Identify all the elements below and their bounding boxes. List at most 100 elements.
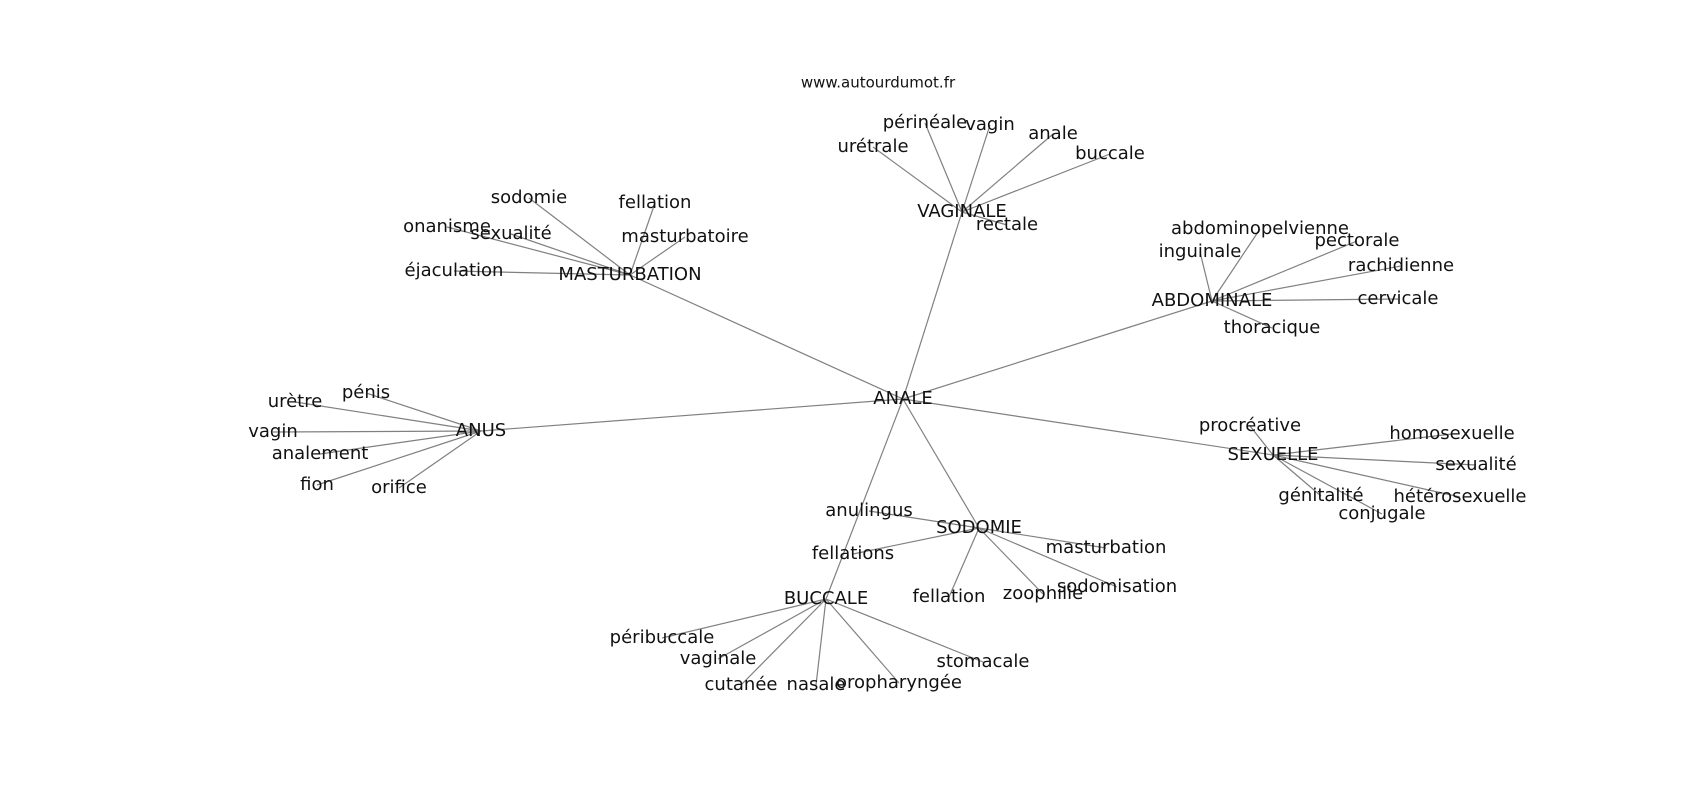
leaf-node: hétérosexuelle: [1394, 486, 1527, 507]
hub-node-buccale: BUCCALE: [784, 588, 868, 609]
edge-masturbation-leaf: [528, 197, 631, 276]
edge-buccale-leaf: [661, 598, 827, 639]
edge-sodomie-leaf: [978, 527, 1107, 549]
hub-node-masturbation: MASTURBATION: [558, 264, 701, 285]
leaf-node: sexualité: [470, 223, 551, 244]
hub-node-sexuelle: SEXUELLE: [1227, 444, 1318, 465]
leaf-node: urètre: [268, 391, 323, 412]
leaf-node: masturbatoire: [621, 226, 748, 247]
leaf-node: rectale: [976, 214, 1038, 235]
edge-root-abdominale: [902, 300, 1213, 400]
leaf-node: oropharyngée: [836, 672, 962, 693]
edge-root-masturbation: [629, 274, 904, 400]
edge-vaginale-leaf: [961, 153, 1111, 213]
edge-abdominale-leaf: [1211, 240, 1358, 302]
leaf-node: cutanée: [705, 674, 778, 695]
edge-anus-leaf: [398, 430, 482, 489]
leaf-node: onanisme: [403, 216, 491, 237]
edge-sodomie-leaf: [948, 527, 980, 598]
edge-vaginale-leaf: [924, 122, 963, 213]
leaf-node: vagin: [965, 114, 1015, 135]
edge-anus-leaf: [294, 401, 482, 432]
edge-anus-leaf: [319, 430, 482, 455]
leaf-node: urétrale: [837, 136, 908, 157]
graph-edges: [272, 122, 1477, 686]
edge-vaginale-leaf: [961, 124, 991, 213]
edge-vaginale-leaf: [872, 146, 963, 213]
edge-anus-leaf: [365, 392, 482, 432]
leaf-node: vagin: [248, 421, 298, 442]
edge-buccale-leaf: [740, 598, 827, 686]
edge-masturbation-leaf: [453, 270, 631, 276]
leaf-node: masturbation: [1046, 537, 1167, 558]
hub-node-anus: ANUS: [456, 420, 506, 441]
edge-sexuelle-leaf: [1249, 425, 1274, 456]
leaf-node: péribuccale: [610, 627, 715, 648]
leaf-node: vaginale: [680, 648, 757, 669]
edge-buccale-leaf: [717, 598, 827, 660]
edge-buccale-leaf: [825, 598, 900, 684]
leaf-node: inguinale: [1159, 241, 1242, 262]
leaf-node: fellations: [812, 543, 894, 564]
edge-sexuelle-leaf: [1272, 454, 1383, 515]
edge-masturbation-leaf: [629, 202, 656, 276]
edge-root-sexuelle: [902, 398, 1274, 456]
edge-sexuelle-leaf: [1272, 454, 1477, 466]
edge-masturbation-leaf: [510, 233, 631, 276]
edge-root-buccale: [825, 398, 904, 600]
leaf-node: conjugale: [1338, 503, 1425, 524]
leaf-node: nasale: [787, 674, 846, 695]
edge-root-sodomie: [902, 398, 980, 529]
leaf-node: génitalité: [1278, 485, 1363, 506]
leaf-node: orifice: [371, 477, 427, 498]
leaf-node: cervicale: [1357, 288, 1438, 309]
edge-abdominale-leaf: [1211, 265, 1402, 302]
leaf-node: procréative: [1199, 415, 1301, 436]
leaf-node: périnéale: [883, 112, 968, 133]
edge-root-anus: [480, 398, 904, 432]
leaf-node: fion: [300, 474, 334, 495]
leaf-node: abdominopelvienne: [1171, 218, 1349, 239]
edge-vaginale-leaf: [961, 211, 1008, 226]
edge-sexuelle-leaf: [1272, 454, 1461, 498]
leaf-node: rachidienne: [1348, 255, 1454, 276]
leaf-node: sodomie: [491, 187, 567, 208]
edge-sodomie-leaf: [978, 527, 1044, 595]
leaf-node: fellation: [913, 586, 986, 607]
leaf-node: fellation: [619, 192, 692, 213]
leaf-node: sexualité: [1435, 454, 1516, 475]
leaf-node: zoophilie: [1003, 583, 1083, 604]
leaf-node: éjaculation: [405, 260, 504, 281]
edge-masturbation-leaf: [446, 226, 631, 276]
edge-sodomie-leaf: [978, 527, 1118, 588]
hub-node-abdominale: ABDOMINALE: [1152, 290, 1273, 311]
edge-abdominale-leaf: [1211, 298, 1399, 302]
source-watermark: www.autourdumot.fr: [801, 74, 956, 92]
edge-buccale-leaf: [815, 598, 827, 686]
hub-node-vaginale: VAGINALE: [917, 201, 1007, 222]
edge-root-vaginale: [902, 211, 963, 400]
edge-abdominale-leaf: [1199, 251, 1213, 302]
edge-abdominale-leaf: [1211, 300, 1273, 329]
hub-node-sodomie: SODOMIE: [936, 517, 1022, 538]
edge-sodomie-leaf: [868, 510, 980, 529]
leaf-node: buccale: [1075, 143, 1145, 164]
leaf-node: anale: [1028, 123, 1078, 144]
leaf-node: stomacale: [936, 651, 1029, 672]
leaf-node: anulingus: [825, 500, 912, 521]
leaf-node: homosexuelle: [1389, 423, 1514, 444]
edge-masturbation-leaf: [629, 236, 686, 276]
leaf-node: pénis: [342, 382, 390, 403]
root-node: ANALE: [873, 388, 933, 409]
graph-labels: www.autourdumot.fr ANALE VAGINALE périnéal…: [248, 74, 1526, 696]
edge-buccale-leaf: [825, 598, 984, 663]
edge-abdominale-leaf: [1211, 228, 1261, 302]
edge-sodomie-leaf: [852, 527, 980, 555]
leaf-node: sodomisation: [1057, 576, 1177, 597]
edge-sexuelle-leaf: [1272, 433, 1453, 456]
edge-anus-leaf: [272, 430, 482, 433]
edge-vaginale-leaf: [961, 133, 1054, 213]
edge-anus-leaf: [316, 430, 482, 486]
edge-sexuelle-leaf: [1272, 454, 1322, 497]
